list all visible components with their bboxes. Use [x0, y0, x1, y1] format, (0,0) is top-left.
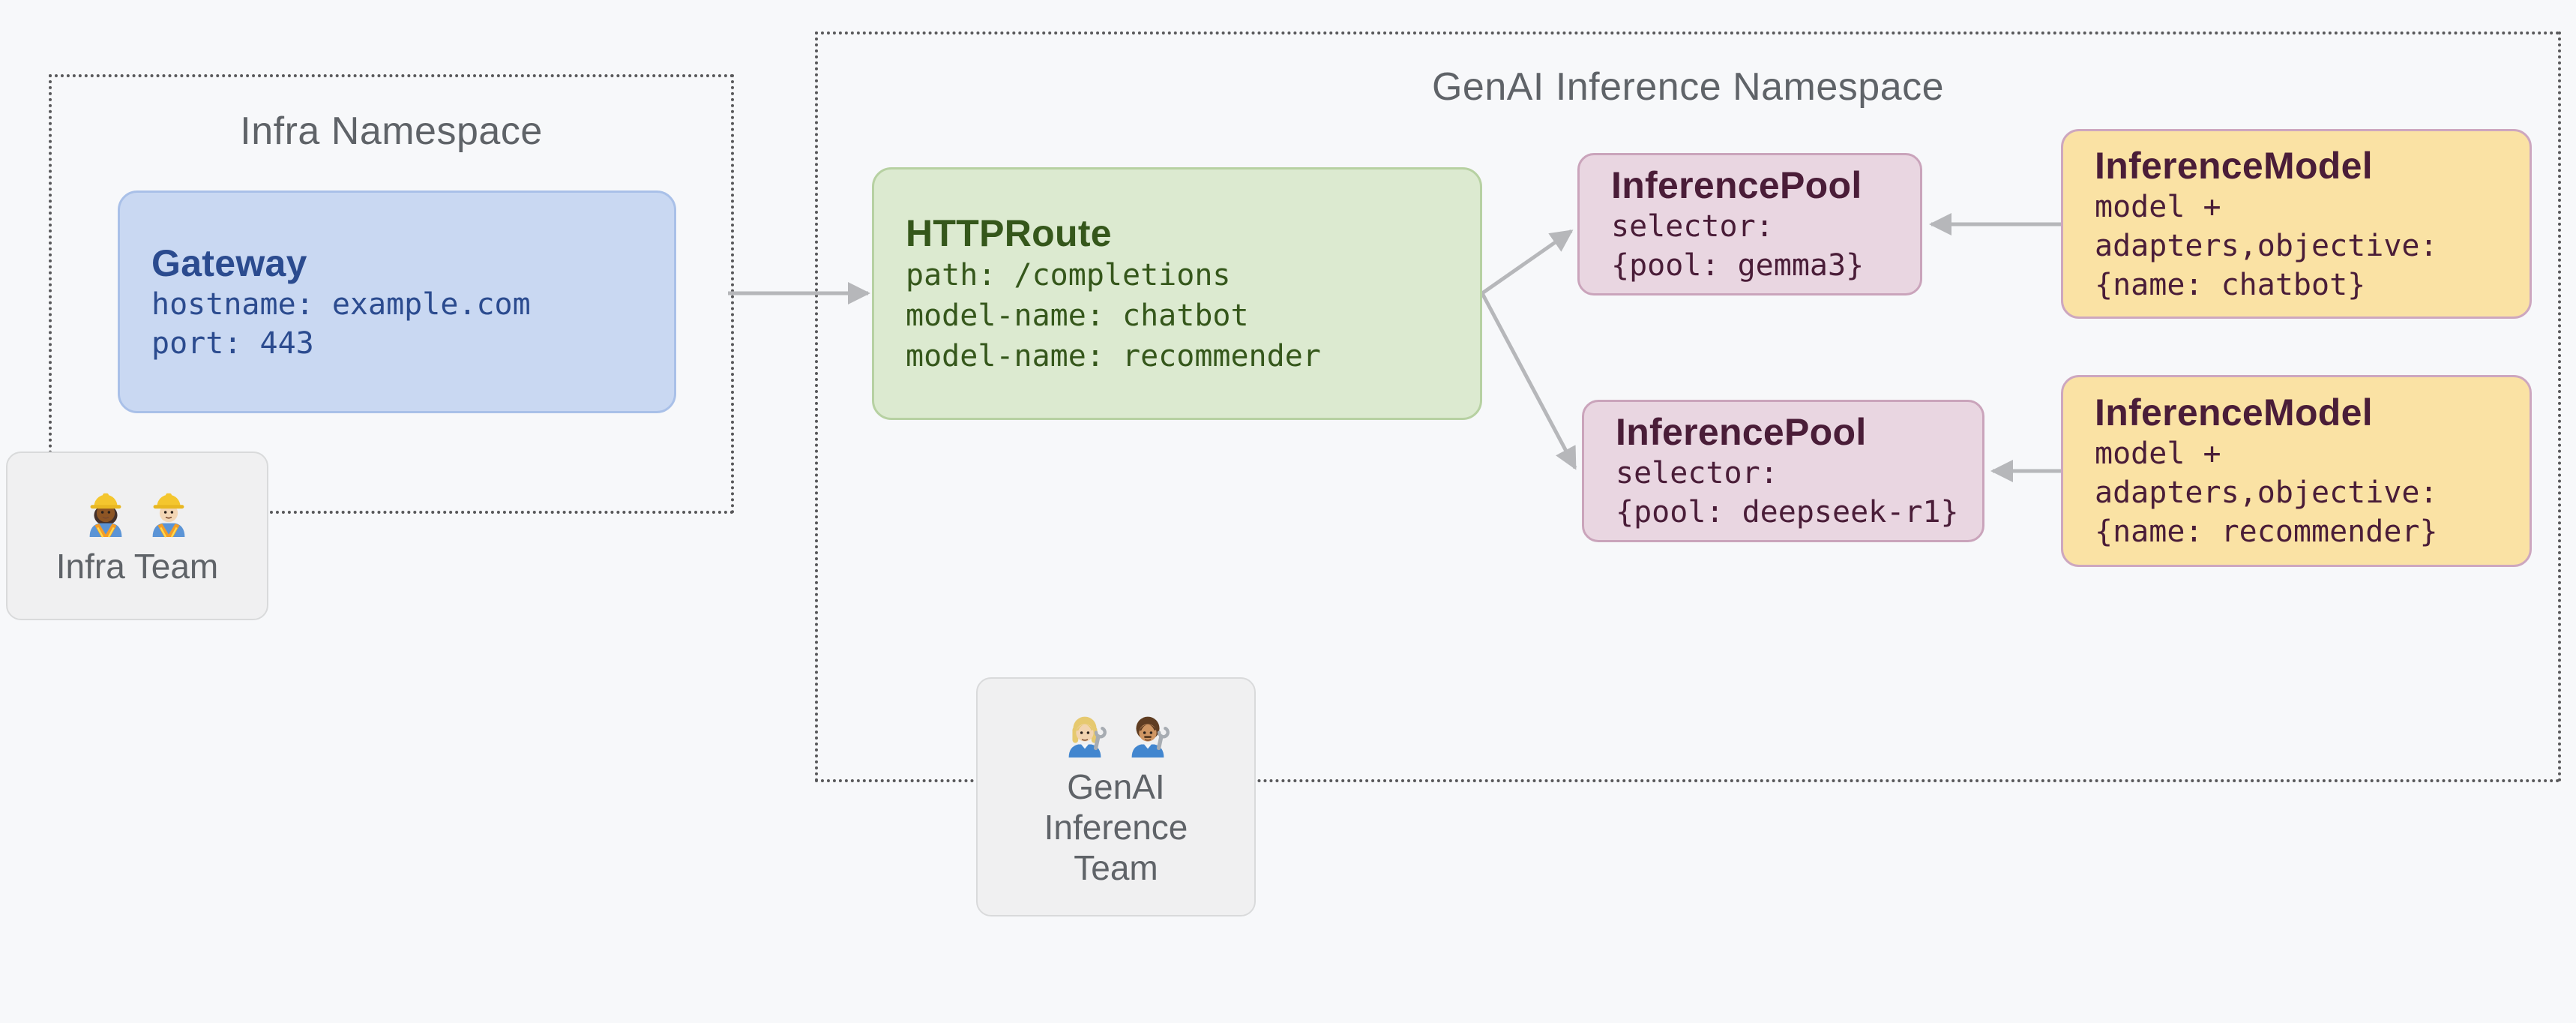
- gateway-node: Gateway hostname: example.com port: 443: [118, 190, 676, 413]
- inference-model-recommender-line2: adapters,objective:: [2095, 476, 2438, 510]
- httproute-model-recommender: model-name: recommender: [906, 338, 1321, 374]
- genai-team-label-line2: Inference: [1044, 807, 1188, 847]
- gateway-hostname: hostname: example.com: [151, 286, 531, 322]
- infra-team-card: Infra Team: [6, 452, 268, 620]
- httproute-title: HTTPRoute: [906, 212, 1112, 254]
- inference-model-recommender-title: InferenceModel: [2095, 392, 2373, 434]
- inference-model-recommender-line1: model +: [2095, 436, 2221, 471]
- inference-model-chatbot-line3: {name: chatbot}: [2095, 267, 2366, 302]
- gateway-port: port: 443: [151, 326, 314, 361]
- genai-team-icons: [1059, 706, 1174, 759]
- genai-team-label-line3: Team: [1074, 848, 1158, 887]
- woman-construction-worker-icon: [79, 486, 132, 538]
- inference-pool-gemma3-value: {pool: gemma3}: [1611, 248, 1865, 283]
- genai-namespace-box: GenAI Inference Namespace: [815, 32, 2561, 782]
- woman-mechanic-icon: [1059, 706, 1111, 759]
- inference-pool-deepseek-value: {pool: deepseek-r1}: [1616, 495, 1959, 530]
- genai-namespace-title: GenAI Inference Namespace: [1431, 65, 1945, 109]
- inference-model-chatbot-line2: adapters,objective:: [2095, 228, 2438, 263]
- inference-pool-deepseek-title: InferencePool: [1616, 411, 1867, 453]
- man-mechanic-icon: [1122, 706, 1174, 759]
- inference-model-chatbot-node: InferenceModel model + adapters,objectiv…: [2061, 129, 2532, 319]
- infra-namespace-title: Infra Namespace: [240, 110, 543, 153]
- httproute-node: HTTPRoute path: /completions model-name:…: [872, 167, 1482, 420]
- inference-pool-deepseek-node: InferencePool selector: {pool: deepseek-…: [1582, 400, 1984, 542]
- httproute-path: path: /completions: [906, 257, 1231, 292]
- httproute-model-chatbot: model-name: chatbot: [906, 298, 1249, 333]
- gateway-title: Gateway: [151, 242, 307, 284]
- man-construction-worker-icon: [142, 486, 195, 538]
- inference-pool-gemma3-title: InferencePool: [1611, 164, 1862, 206]
- infra-team-label: Infra Team: [55, 546, 219, 586]
- inference-model-recommender-line3: {name: recommender}: [2095, 514, 2438, 549]
- infra-namespace-box: Infra Namespace: [49, 74, 734, 514]
- inference-pool-gemma3-node: InferencePool selector: {pool: gemma3}: [1577, 153, 1922, 296]
- genai-team-card: GenAI Inference Team: [976, 677, 1256, 916]
- infra-team-icons: [79, 486, 195, 538]
- inference-pool-deepseek-selector: selector:: [1616, 456, 1778, 490]
- inference-pool-gemma3-selector: selector:: [1611, 209, 1774, 244]
- inference-model-chatbot-line1: model +: [2095, 189, 2221, 224]
- inference-model-chatbot-title: InferenceModel: [2095, 144, 2373, 187]
- genai-team-label-line1: GenAI: [1067, 766, 1165, 806]
- inference-model-recommender-node: InferenceModel model + adapters,objectiv…: [2061, 375, 2532, 567]
